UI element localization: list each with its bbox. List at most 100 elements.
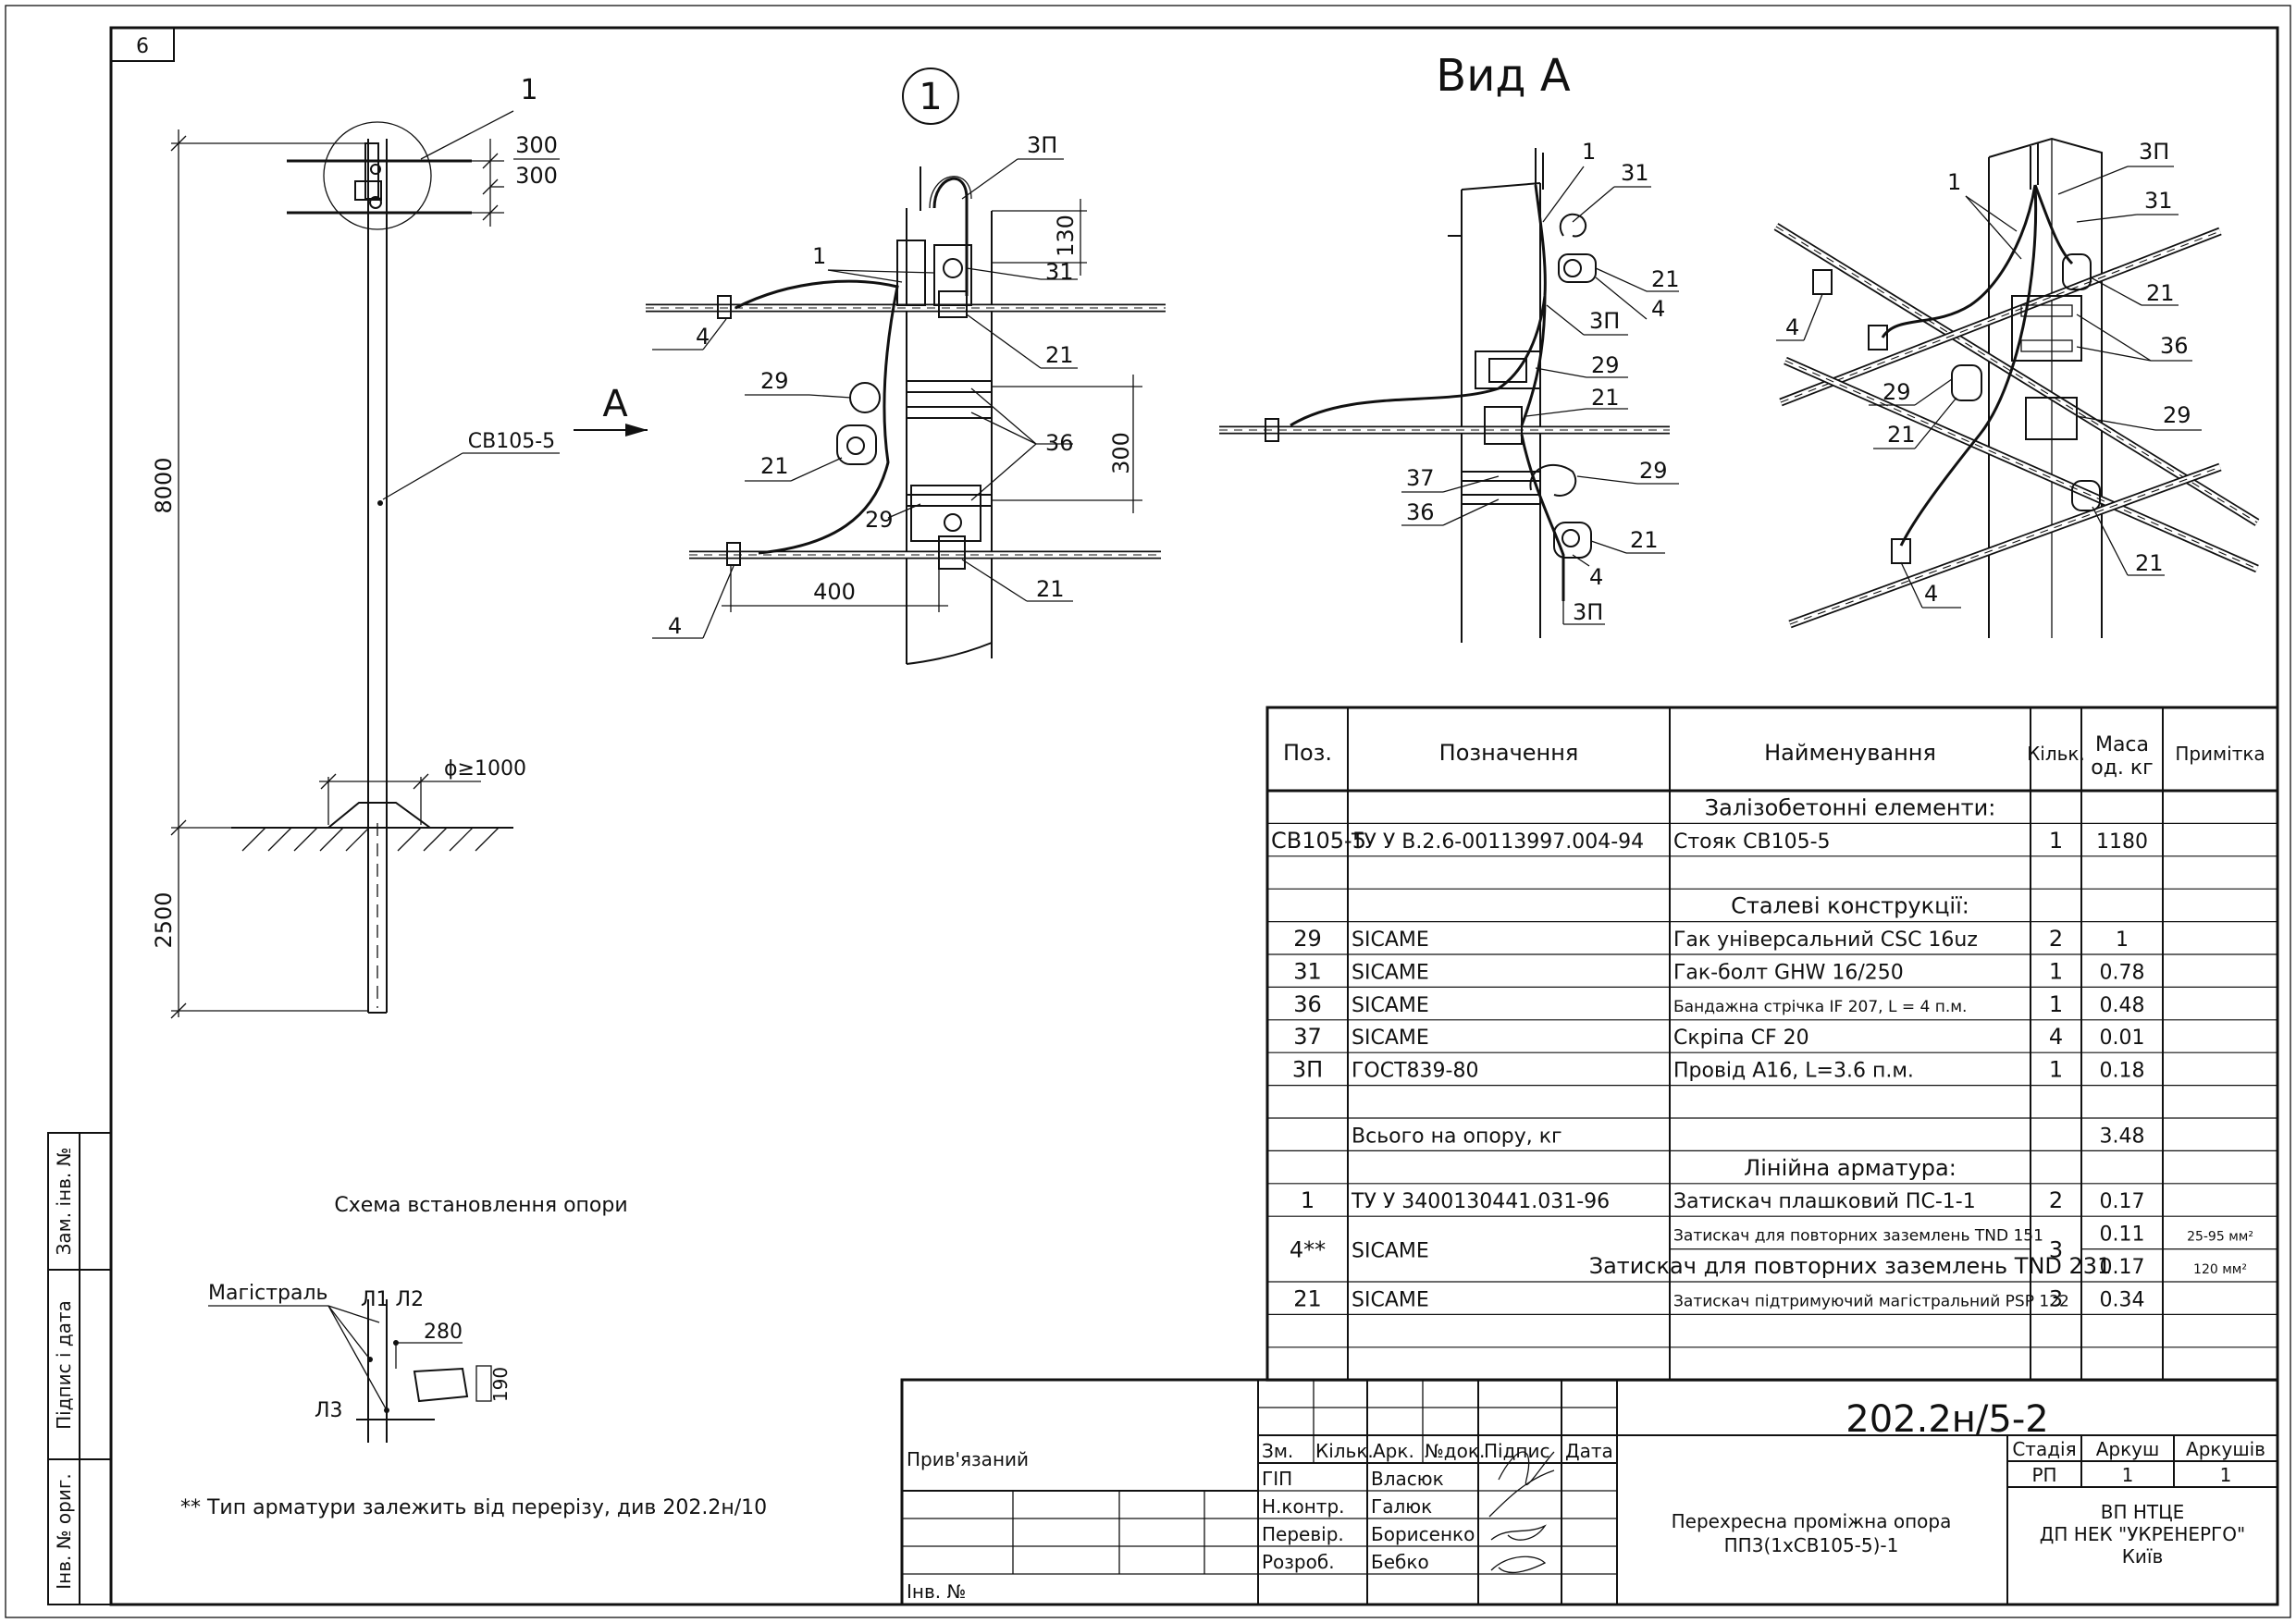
tb-sheet: 1 xyxy=(2122,1464,2134,1486)
spec-row-1-code: ТУ У В.2.6-00113997.004-94 xyxy=(1351,830,1644,854)
detail-label-21b: 21 xyxy=(760,453,789,479)
view-arrow-label: А xyxy=(602,383,628,425)
spec-row-12-qty: 2 xyxy=(2049,1187,2063,1213)
view-a: Вид А 1 31 21 xyxy=(1219,50,1680,643)
iso-label-21c: 21 xyxy=(2135,550,2164,576)
tb-org-3: Київ xyxy=(2122,1545,2164,1568)
spec-row-13-qty: 3 xyxy=(2049,1236,2063,1262)
viewa-label-36: 36 xyxy=(1406,499,1435,525)
iso-label-29a: 29 xyxy=(1882,379,1911,405)
spec-row-13-mass: 0.11 xyxy=(2100,1223,2145,1247)
tb-sheets-hdr: Аркушів xyxy=(2186,1438,2265,1460)
spec-row-13-note: 25-95 мм² xyxy=(2187,1230,2253,1245)
tb-role-gip: ГІП xyxy=(1262,1468,1292,1490)
spec-header-code: Позначення xyxy=(1439,740,1579,766)
spec-row-13-name: Затискач для повторних заземлень TND 151 xyxy=(1673,1227,2043,1246)
detail-label-36: 36 xyxy=(1045,430,1074,456)
spec-row-12-code: ТУ У 3400130441.031-96 xyxy=(1351,1190,1610,1213)
viewa-label-1: 1 xyxy=(1582,139,1596,165)
sheet-number: 6 xyxy=(136,35,149,58)
iso-label-4a: 4 xyxy=(1785,314,1799,340)
spec-row-4-mass: 1 xyxy=(2116,928,2129,952)
viewa-label-3p: 3П xyxy=(1589,308,1620,334)
dim-8000: 8000 xyxy=(151,457,177,513)
spec-row-8-name: Провід А16, L=3.6 п.м. xyxy=(1673,1060,1914,1083)
spec-row-4-qty: 2 xyxy=(2049,926,2063,952)
detail-label-31: 31 xyxy=(1045,259,1074,285)
iso-label-4b: 4 xyxy=(1924,581,1938,607)
stamp-inv-orig: Інв. № ориг. xyxy=(53,1473,75,1589)
dim-130: 130 xyxy=(1053,215,1079,257)
iso-label-36: 36 xyxy=(2160,333,2189,359)
tb-privyazanyi: Прив'язаний xyxy=(907,1448,1029,1470)
spec-row-15-pos: 21 xyxy=(1293,1285,1322,1311)
spec-row-1-name: Стояк СВ105-5 xyxy=(1673,830,1831,854)
scheme-l1-l2: Л1 Л2 xyxy=(361,1288,424,1311)
tb-col-doc: №док. xyxy=(1425,1440,1485,1462)
spec-row-7-code: SICAME xyxy=(1352,1027,1429,1050)
iso-label-1: 1 xyxy=(1947,169,1961,195)
spec-row-8-mass: 0.18 xyxy=(2100,1060,2145,1083)
tb-col-kilk: Кільк. xyxy=(1315,1440,1374,1462)
spec-row-4-name: Гак універсальний CSC 16uz xyxy=(1673,928,1978,952)
detail-label-21c: 21 xyxy=(1036,576,1065,602)
spec-row-0-section: Залізобетонні елементи: xyxy=(1705,794,1996,820)
viewa-label-4a: 4 xyxy=(1651,296,1665,322)
dim-2500: 2500 xyxy=(151,891,177,948)
tb-col-zm: Зм. xyxy=(1262,1440,1293,1462)
iso-label-3p: 3П xyxy=(2139,139,2169,165)
tb-sheets: 1 xyxy=(2220,1464,2232,1486)
stamp-signature-date: Підпис і дата xyxy=(53,1300,75,1430)
spec-row-13-code: SICAME xyxy=(1352,1239,1429,1262)
tb-col-ark: Арк. xyxy=(1373,1440,1414,1462)
spec-row-7-pos: 37 xyxy=(1293,1024,1322,1050)
spec-row-14-section: Затискач для повторних заземлень TND 231 xyxy=(1589,1253,2112,1279)
spec-row-8-code: ГОСТ839-80 xyxy=(1352,1060,1478,1083)
spec-row-1-qty: 1 xyxy=(2049,828,2063,854)
tb-role-perevir: Перевір. xyxy=(1262,1523,1344,1545)
tb-doc-code: 202.2н/5-2 xyxy=(1845,1398,2048,1441)
view-a-title: Вид А xyxy=(1436,50,1571,102)
viewa-label-21a: 21 xyxy=(1651,266,1680,292)
tb-org-2: ДП НЕК "УКРЕНЕРГО" xyxy=(2040,1523,2245,1545)
spec-header-mass-1: Маса xyxy=(2095,733,2149,756)
spec-row-15-mass: 0.34 xyxy=(2100,1288,2145,1311)
isometric-view: 3П 1 31 21 4 36 29 29 21 21 4 xyxy=(1773,137,2260,638)
spec-header-mass-2: од. кг xyxy=(2091,756,2154,780)
spec-row-12-pos: 1 xyxy=(1301,1187,1315,1213)
dim-300-mid: 300 xyxy=(515,163,558,189)
spec-row-1-mass: 1180 xyxy=(2096,830,2148,854)
detail-1-view: 1 3П xyxy=(574,68,1166,665)
detail-circle-label: 1 xyxy=(919,76,942,118)
signatures xyxy=(1488,1451,1555,1574)
viewa-label-29b: 29 xyxy=(1639,458,1668,484)
tb-sheet-hdr: Аркуш xyxy=(2096,1438,2160,1460)
detail-label-21a: 21 xyxy=(1045,342,1074,368)
viewa-label-37: 37 xyxy=(1406,465,1435,491)
spec-row-13-pos: 4** xyxy=(1290,1236,1326,1262)
iso-cable-c xyxy=(1784,356,2259,573)
spec-row-4-pos: 29 xyxy=(1293,926,1322,952)
spec-row-15-qty: 3 xyxy=(2049,1285,2063,1311)
pole-installation-view: 1 300 300 8000 2500 xyxy=(151,74,628,1217)
spec-row-11-section: Лінійна арматура: xyxy=(1744,1155,1957,1181)
spec-header-pos: Поз. xyxy=(1283,740,1332,766)
tb-org-1: ВП НТЦЕ xyxy=(2101,1501,2185,1523)
tb-title: Перехресна проміжна опора xyxy=(1672,1510,1952,1532)
viewa-label-21c: 21 xyxy=(1630,527,1659,553)
spec-header-qty: Кільк. xyxy=(2027,743,2085,765)
dim-400: 400 xyxy=(813,579,856,605)
spec-row-5-pos: 31 xyxy=(1293,958,1322,984)
spec-row-5-qty: 1 xyxy=(2049,958,2063,984)
viewa-label-29a: 29 xyxy=(1591,352,1620,378)
viewa-label-31: 31 xyxy=(1621,160,1649,186)
spec-row-6-qty: 1 xyxy=(2049,991,2063,1017)
spec-row-8-pos: 3П xyxy=(1292,1057,1323,1083)
detail-label-4a: 4 xyxy=(696,324,710,350)
iso-cable-b xyxy=(1779,227,2222,407)
spec-row-15-code: SICAME xyxy=(1352,1288,1429,1311)
viewa-label-21b: 21 xyxy=(1591,385,1620,411)
spec-row-5-name: Гак-болт GHW 16/250 xyxy=(1673,961,1904,984)
tb-inv: Інв. № xyxy=(907,1580,966,1603)
